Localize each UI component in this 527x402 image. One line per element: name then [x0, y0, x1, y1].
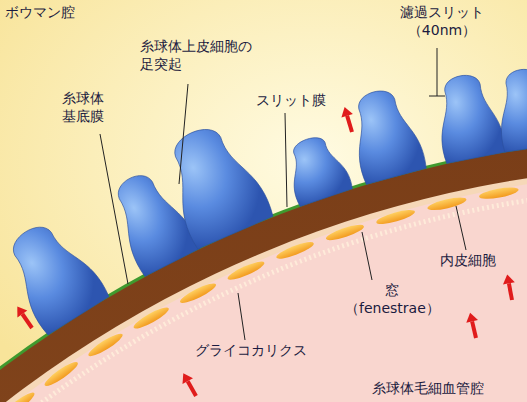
leader-line — [285, 113, 287, 207]
endothelial-cell — [0, 389, 37, 402]
basement-membrane — [0, 136, 527, 402]
leader-line — [362, 232, 372, 280]
endothelial-cell — [426, 195, 467, 213]
part-label: 糸球体上皮細胞の 足突起 — [140, 38, 252, 73]
part-label: 内皮細胞 — [440, 252, 496, 270]
endothelial-cell — [86, 331, 125, 360]
flow-arrow-head — [17, 307, 27, 318]
leader-line — [456, 206, 466, 250]
flow-arrow-shaft — [188, 381, 196, 396]
foot-processes — [0, 66, 527, 336]
slit-membrane-line — [0, 133, 527, 402]
leader-line — [238, 293, 245, 340]
part-label: スリット膜 — [256, 92, 326, 110]
endothelial-cell — [325, 222, 366, 243]
part-label: 窓 （fenestrae） — [345, 282, 440, 317]
region-label: ボウマン腔 — [5, 4, 75, 22]
part-label: 糸球体 基底膜 — [62, 90, 104, 125]
leader-lines — [100, 48, 466, 340]
flow-arrow-head — [183, 373, 194, 384]
leader-line — [100, 134, 128, 284]
flow-arrow-head — [503, 274, 515, 284]
part-label: グライコカリクス — [195, 342, 307, 360]
flow-arrow-head — [341, 107, 353, 117]
endothelial-cell — [178, 280, 218, 306]
foot-process — [280, 130, 354, 207]
part-label: 濾過スリット （40nm） — [400, 4, 484, 39]
foot-process — [153, 116, 274, 250]
slit-width-bar — [429, 96, 445, 97]
foot-process — [492, 66, 527, 153]
endothelial-cell — [275, 239, 316, 262]
leader-line — [179, 84, 188, 184]
endothelial-cell — [132, 304, 171, 331]
region-label: 糸球体毛細血管腔 — [372, 380, 484, 398]
foot-process — [430, 70, 507, 164]
flow-arrow-head — [466, 313, 478, 323]
endothelial-cell — [478, 185, 519, 201]
foot-process — [0, 212, 110, 336]
foot-process — [342, 84, 427, 185]
flow-arrow-shaft — [347, 116, 352, 132]
flow-arrow-shaft — [509, 283, 512, 300]
flow-arrow-shaft — [472, 321, 476, 338]
endothelial-cell — [42, 359, 80, 389]
flow-arrows — [17, 107, 515, 396]
flow-arrow-shaft — [22, 314, 32, 328]
leader-line — [437, 48, 438, 96]
